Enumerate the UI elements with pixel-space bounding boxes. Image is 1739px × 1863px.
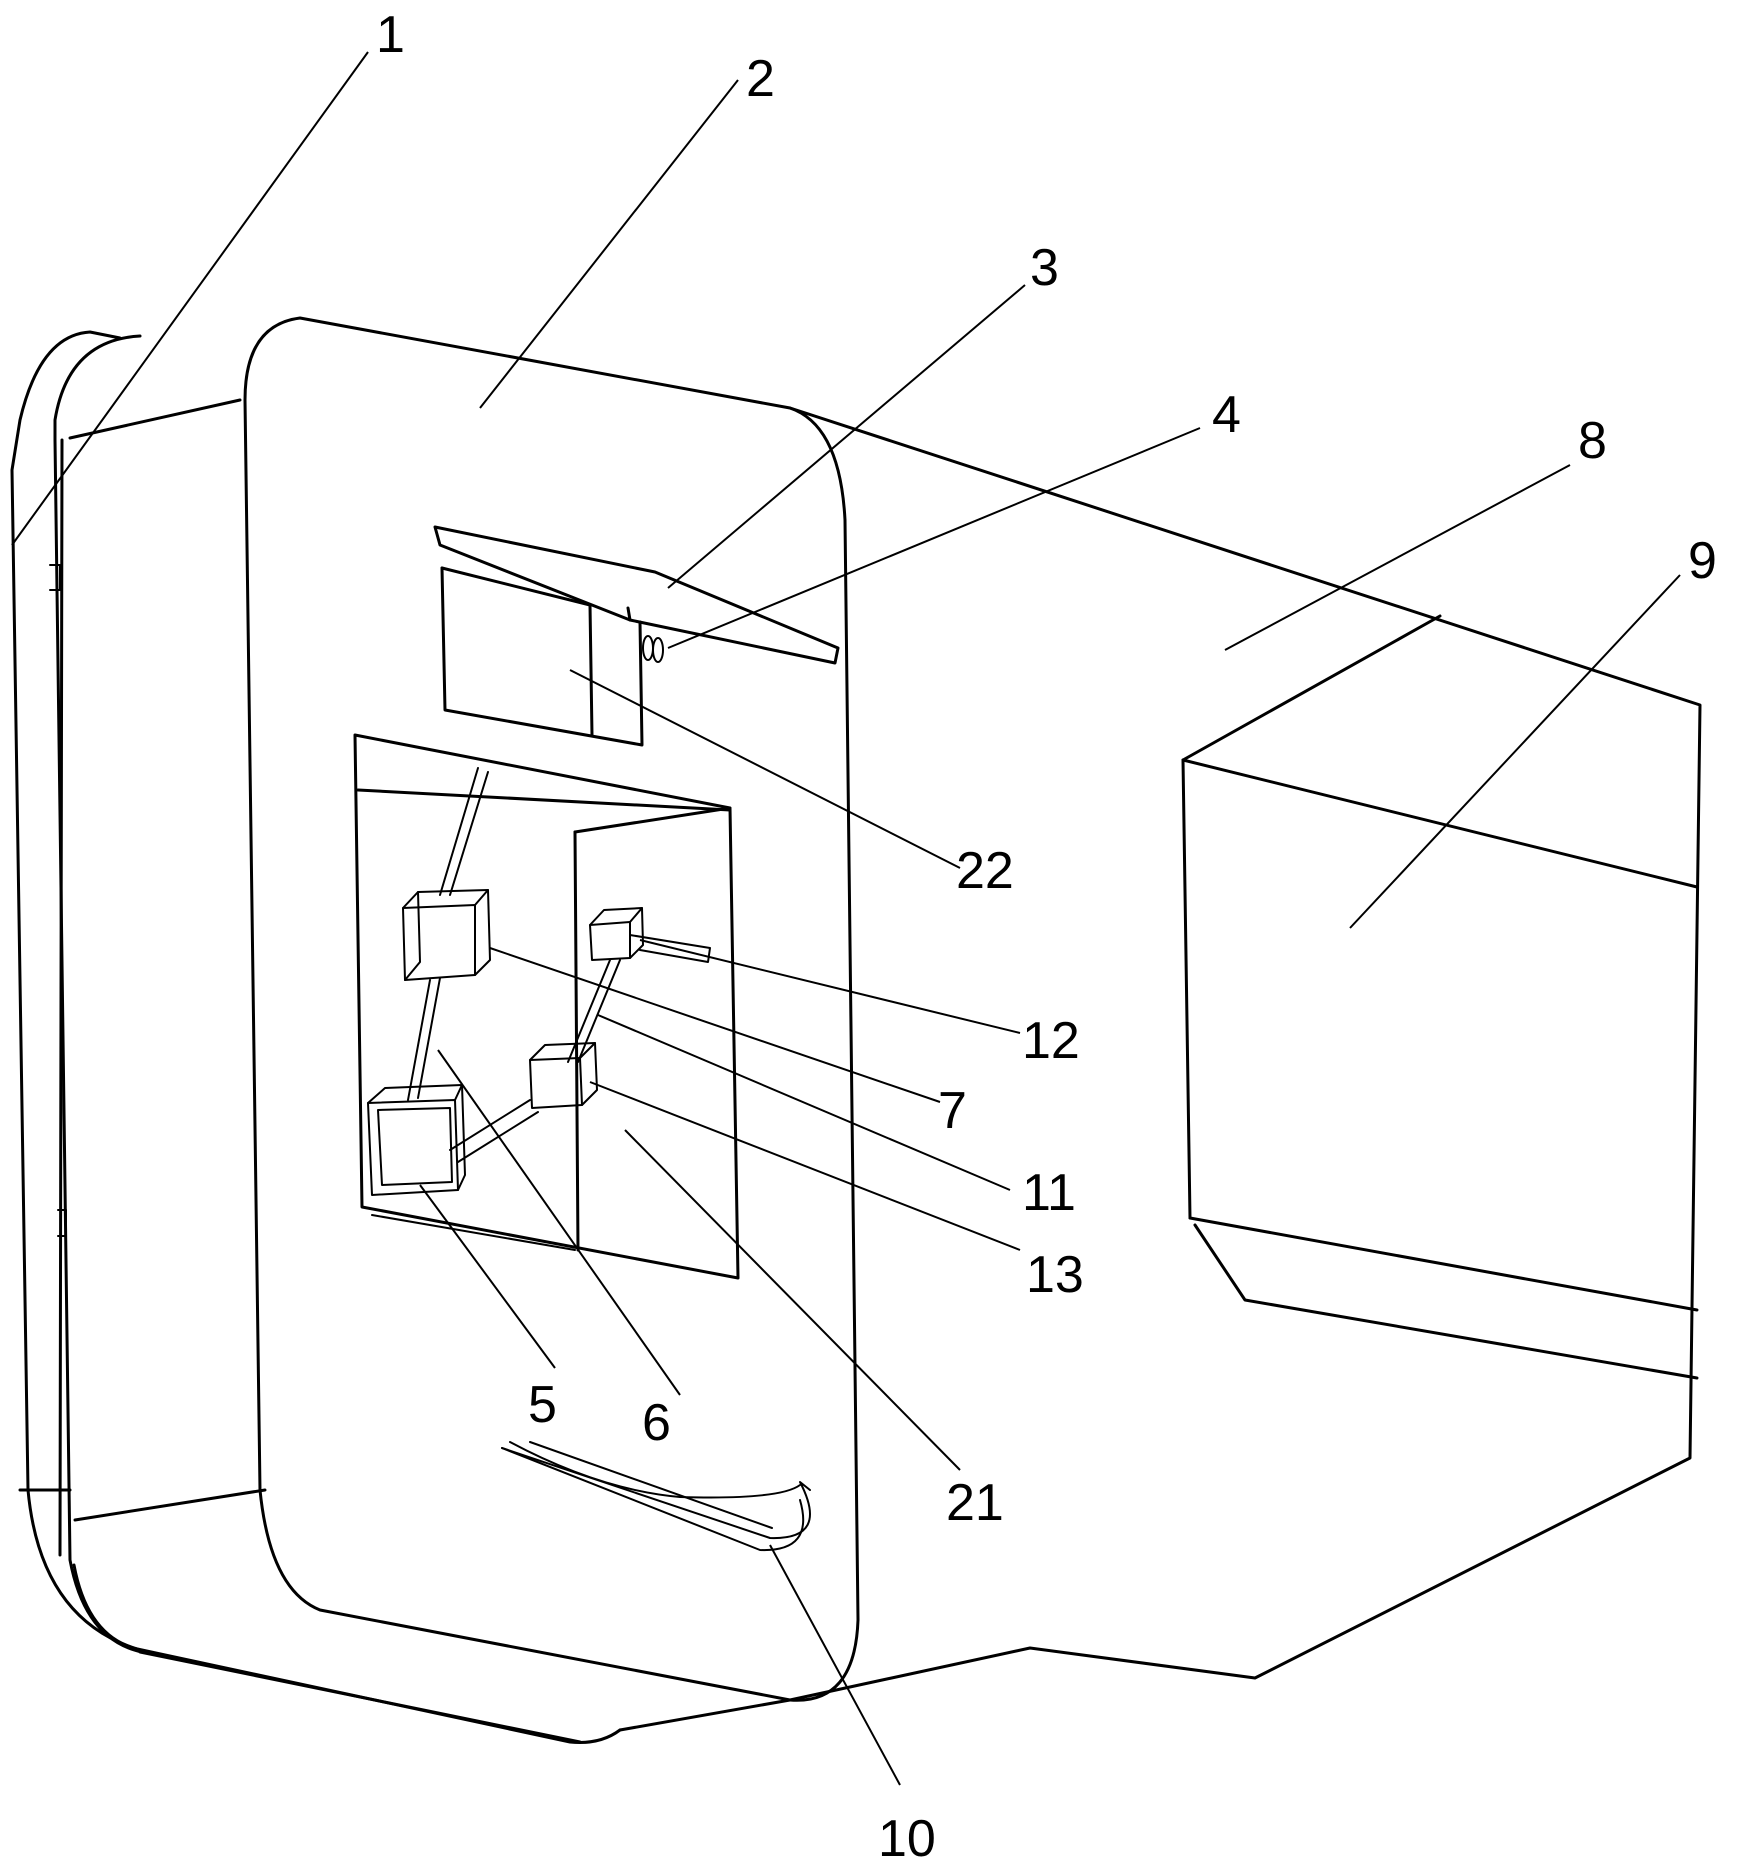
label-6: 6 — [642, 1394, 671, 1452]
leader-lines — [11, 51, 1681, 1786]
inner-box — [1181, 614, 1699, 1380]
compartment-window — [353, 733, 740, 1280]
handle — [501, 1441, 811, 1552]
module-box-5 — [367, 1084, 466, 1196]
hinge — [642, 635, 664, 663]
label-10: 10 — [878, 1810, 936, 1863]
label-4: 4 — [1212, 386, 1241, 444]
label-12: 12 — [1022, 1012, 1080, 1070]
label-3: 3 — [1030, 239, 1059, 297]
upper-box — [440, 566, 644, 747]
label-8: 8 — [1578, 412, 1607, 470]
label-13: 13 — [1026, 1246, 1084, 1304]
module-box-13 — [529, 1042, 598, 1109]
lid — [433, 525, 840, 665]
outer-housing — [788, 406, 1702, 1702]
module-box-7 — [402, 889, 491, 981]
label-21: 21 — [946, 1474, 1004, 1532]
label-1: 1 — [376, 6, 405, 64]
label-11: 11 — [1022, 1164, 1076, 1222]
front-panel — [243, 316, 860, 1732]
reference-labels: 1 2 3 4 8 9 22 12 7 11 13 5 6 21 10 — [376, 6, 1717, 1863]
wiring — [407, 767, 621, 1163]
label-9: 9 — [1688, 532, 1717, 590]
label-5: 5 — [528, 1376, 557, 1434]
label-7: 7 — [938, 1082, 967, 1140]
label-22: 22 — [956, 842, 1014, 900]
module-box-12 — [589, 907, 711, 963]
label-2: 2 — [746, 50, 775, 108]
back-frame — [10, 330, 622, 1744]
